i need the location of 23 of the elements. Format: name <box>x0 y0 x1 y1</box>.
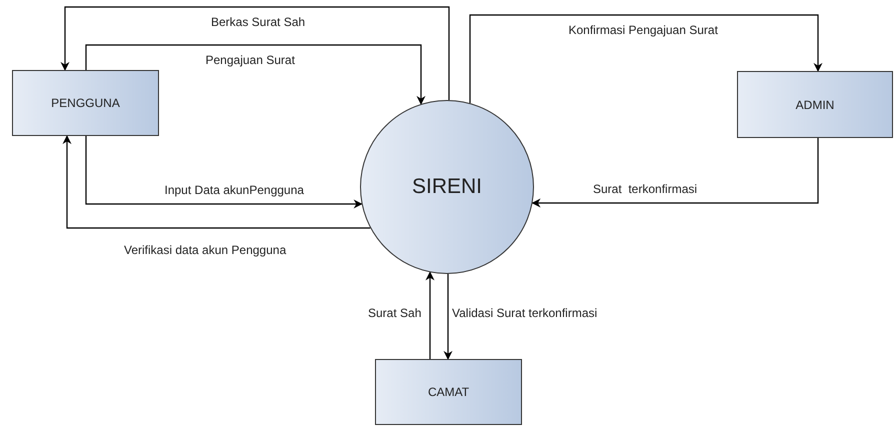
arrow <box>469 14 822 104</box>
arrow <box>85 136 363 208</box>
entity-box <box>12 70 159 136</box>
entity-name: ADMIN <box>796 98 834 112</box>
process-name: SIRENI <box>412 175 482 199</box>
edge-label: Surat Sah <box>368 306 422 320</box>
edge-label: Berkas Surat Sah <box>211 15 306 29</box>
arrow <box>62 135 370 229</box>
edge-label: Input Data akunPengguna <box>164 183 304 197</box>
entity-name: CAMAT <box>428 385 470 399</box>
arrow <box>444 274 452 360</box>
arrow <box>532 138 819 208</box>
entity-box <box>737 71 893 138</box>
arrow <box>60 6 450 100</box>
edge-label: Pengajuan Surat <box>206 53 295 67</box>
edge-label: Surat terkonfirmasi <box>593 182 698 196</box>
arrow <box>426 271 434 359</box>
entity-box <box>375 359 522 425</box>
edge-label: Konfirmasi Pengajuan Surat <box>568 23 718 37</box>
edge-label: Validasi Surat terkonfirmasi <box>452 306 598 320</box>
edge-label: Verifikasi data akun Pengguna <box>124 243 286 257</box>
arrow <box>85 44 426 105</box>
entity-name: PENGGUNA <box>51 96 120 110</box>
